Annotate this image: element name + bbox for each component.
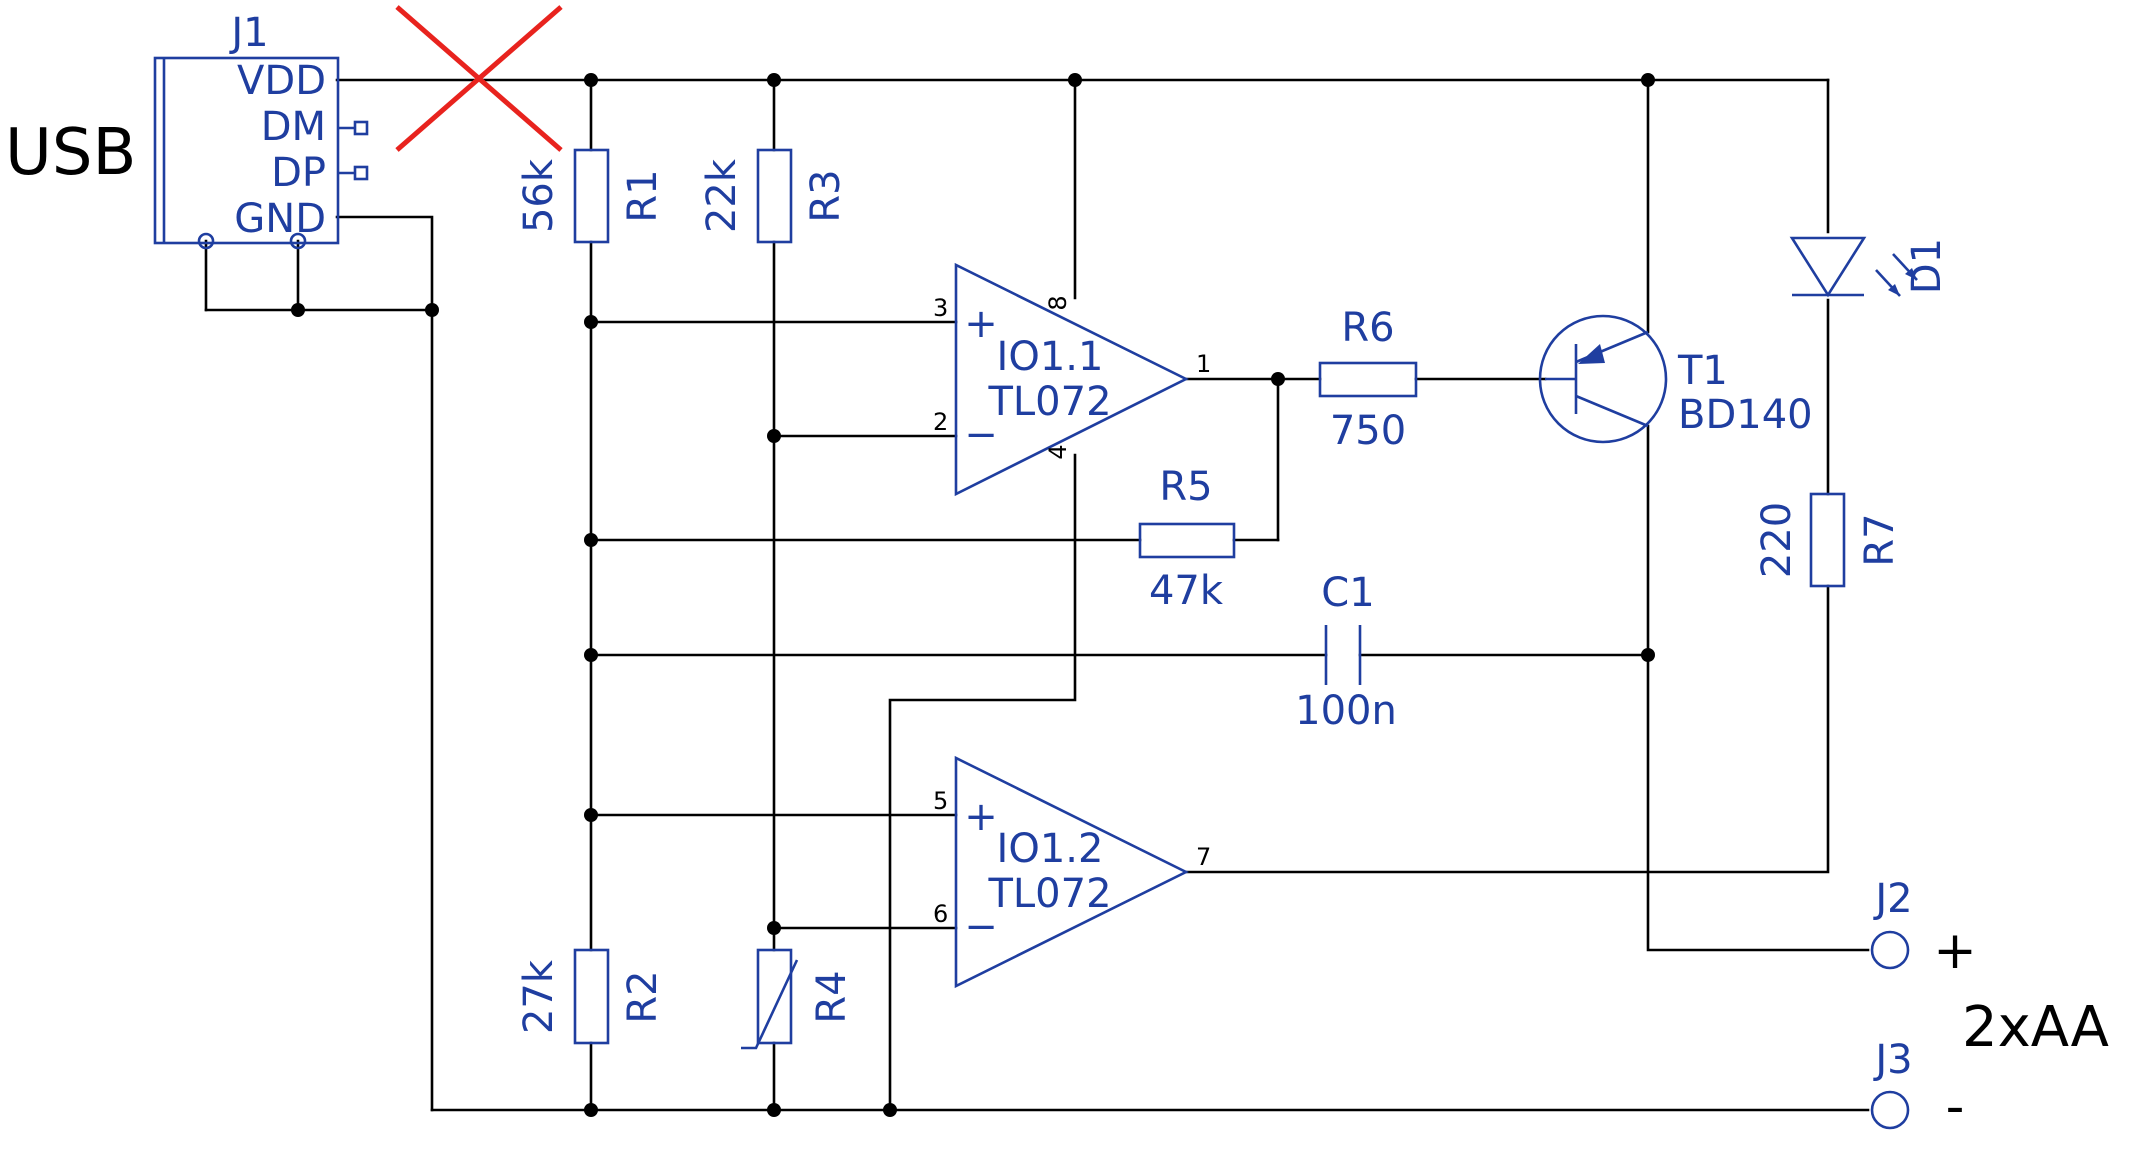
r4-ref: R4 xyxy=(809,970,855,1023)
j3-sign: - xyxy=(1946,1077,1965,1137)
led-d1: D1 xyxy=(1789,236,1950,298)
j1-pin-dm: DM xyxy=(261,104,326,150)
r3-value: 22k xyxy=(699,158,745,233)
usb-label: USB xyxy=(5,116,136,190)
opamp-io1-2: + − IO1.2 TL072 5 6 7 xyxy=(933,755,1211,989)
t1-ref: T1 xyxy=(1677,348,1728,394)
resistor-r7: 220 R7 xyxy=(1754,492,1903,588)
opamp2-pin6: 6 xyxy=(933,900,948,928)
junctions xyxy=(291,73,1655,1117)
thermistor-r4: R4 xyxy=(741,948,855,1050)
opamp1-pin8: 8 xyxy=(1044,295,1072,310)
opamp1-minus: − xyxy=(964,412,998,458)
transistor-t1: T1 BD140 xyxy=(1538,314,1813,444)
opamp1-pin3: 3 xyxy=(933,294,948,322)
jack-j3: J3 - xyxy=(1870,1037,1965,1137)
r1-ref: R1 xyxy=(620,169,666,222)
j1-pin-dp: DP xyxy=(271,150,326,196)
opamp1-pin2: 2 xyxy=(933,408,948,436)
j2-sign: + xyxy=(1933,921,1977,981)
resistor-r6: R6 750 xyxy=(1318,305,1418,454)
r6-value: 750 xyxy=(1330,408,1406,454)
opamp2-minus: − xyxy=(964,904,998,950)
opamp1-pin4: 4 xyxy=(1044,444,1072,459)
resistor-r1: 56k R1 xyxy=(516,148,666,244)
r7-ref: R7 xyxy=(1857,513,1903,566)
c1-ref: C1 xyxy=(1321,570,1374,616)
opamp2-pin5: 5 xyxy=(933,787,948,815)
r3-ref: R3 xyxy=(803,169,849,222)
r2-value: 27k xyxy=(516,959,562,1034)
j1-ref: J1 xyxy=(228,10,268,56)
j1-pin-gnd: GND xyxy=(234,196,326,242)
battery-label: 2xAA xyxy=(1962,995,2109,1060)
opamp2-part: TL072 xyxy=(987,871,1111,917)
r7-value: 220 xyxy=(1754,502,1800,578)
resistor-r3: 22k R3 xyxy=(699,148,849,244)
opamp2-plus: + xyxy=(964,794,998,840)
resistor-r2: 27k R2 xyxy=(516,948,666,1045)
opamp1-pin1: 1 xyxy=(1196,350,1211,378)
opamp1-part: TL072 xyxy=(987,379,1111,425)
r5-ref: R5 xyxy=(1159,464,1212,510)
opamp2-pin7: 7 xyxy=(1196,843,1211,871)
capacitor-c1: C1 100n xyxy=(1295,570,1397,734)
d1-ref: D1 xyxy=(1904,238,1950,294)
r1-value: 56k xyxy=(516,158,562,233)
opamp1-ref: IO1.1 xyxy=(997,334,1104,380)
j3-ref: J3 xyxy=(1872,1037,1912,1083)
opamp1-plus: + xyxy=(964,301,998,347)
t1-part: BD140 xyxy=(1678,392,1813,438)
j2-ref: J2 xyxy=(1872,876,1912,922)
j1-pin-vdd: VDD xyxy=(237,58,326,104)
r6-ref: R6 xyxy=(1341,305,1394,351)
r2-ref: R2 xyxy=(620,970,666,1023)
opamp2-ref: IO1.2 xyxy=(997,826,1104,872)
opamp-io1-1: + − IO1.1 TL072 3 2 1 8 4 xyxy=(933,262,1211,497)
strike-cross-mark xyxy=(395,5,563,152)
jack-j2: J2 + xyxy=(1870,876,1977,981)
usb-connector-j1: J1 VDD DM DP GND xyxy=(153,10,369,250)
r5-value: 47k xyxy=(1149,568,1224,614)
wires xyxy=(204,78,1870,1112)
resistor-r5: R5 47k xyxy=(1138,464,1236,614)
c1-value: 100n xyxy=(1295,688,1397,734)
